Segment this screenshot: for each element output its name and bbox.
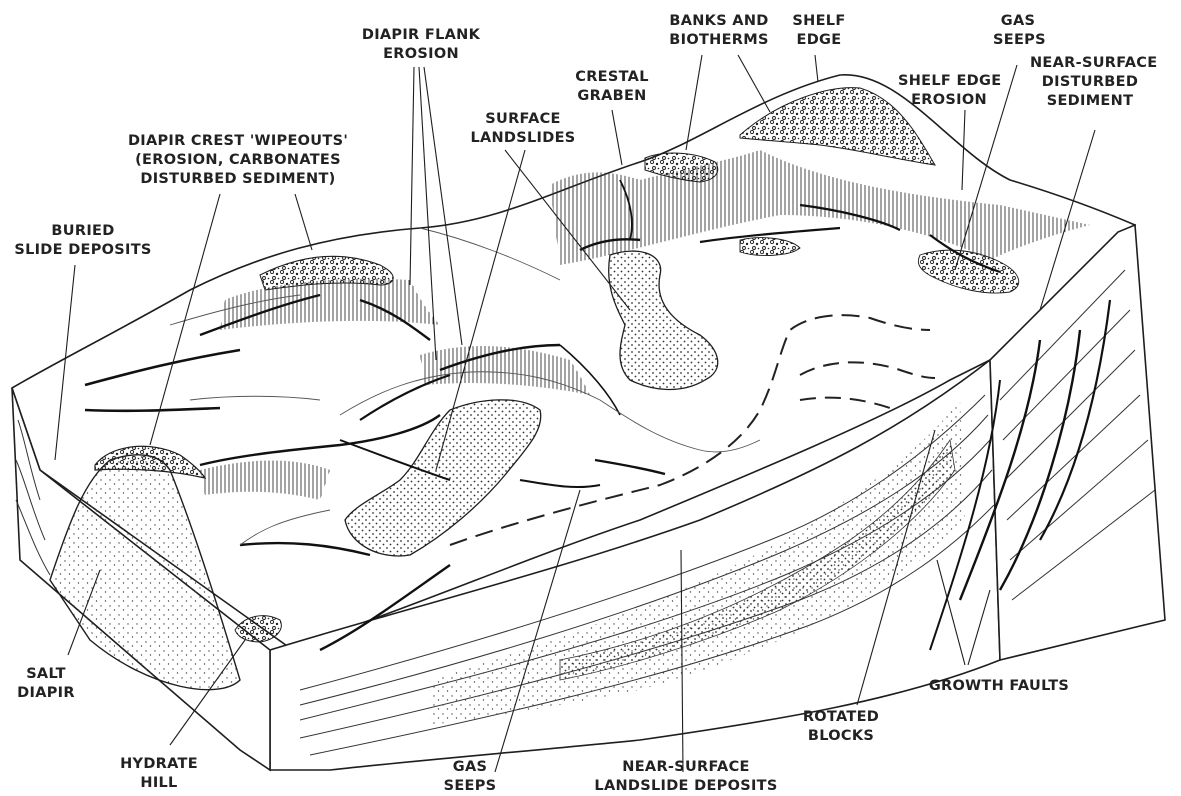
label-banks-and-biotherms: BANKS AND BIOTHERMS — [660, 12, 778, 50]
label-buried-slide-deposits: BURIED SLIDE DEPOSITS — [6, 222, 160, 260]
label-diapir-crest-wipeouts: DIAPIR CREST 'WIPEOUTS' (EROSION, CARBON… — [118, 132, 358, 189]
label-gas-seeps-top: GAS SEEPS — [993, 12, 1043, 50]
label-growth-faults: GROWTH FAULTS — [916, 677, 1082, 696]
hydrate-hill — [235, 616, 281, 642]
label-near-surface-disturbed-sediment: NEAR-SURFACE DISTURBED SEDIMENT — [1030, 54, 1150, 111]
label-rotated-blocks: ROTATED BLOCKS — [796, 708, 886, 746]
label-shelf-edge-erosion: SHELF EDGE EROSION — [898, 72, 1000, 110]
label-salt-diapir: SALT DIAPIR — [14, 665, 78, 703]
label-surface-landslides: SURFACE LANDSLIDES — [466, 110, 580, 148]
label-crestal-graben: CRESTAL GRABEN — [567, 68, 657, 106]
label-diapir-flank-erosion: DIAPIR FLANK EROSION — [350, 26, 492, 64]
label-hydrate-hill: HYDRATE HILL — [112, 755, 206, 793]
label-near-surface-landslide-deposits: NEAR-SURFACE LANDSLIDE DEPOSITS — [588, 758, 784, 796]
label-gas-seeps-bottom: GAS SEEPS — [440, 758, 500, 796]
label-shelf-edge: SHELF EDGE — [790, 12, 848, 50]
